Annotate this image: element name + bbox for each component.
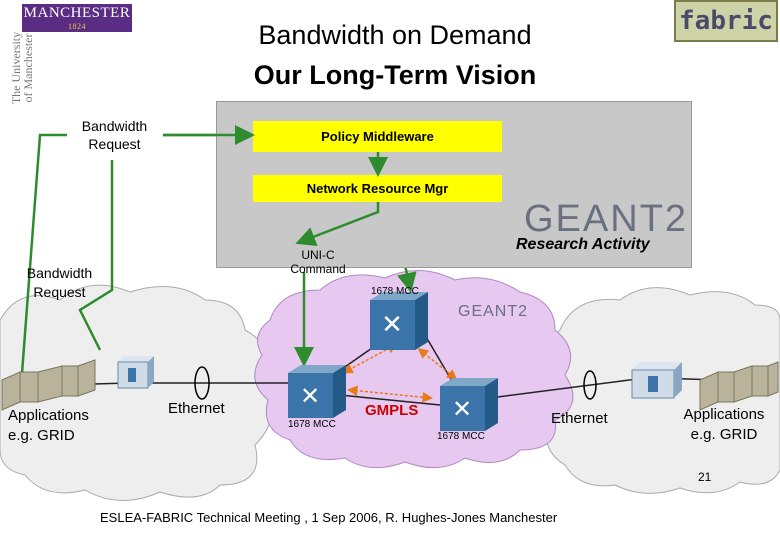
device-left (117, 356, 154, 389)
svg-text:✕: ✕ (381, 310, 403, 340)
mcc-right-label: 1678 MCC (437, 431, 485, 442)
applications-right-label: Applications e.g. GRID (683, 406, 765, 443)
mcc-top-label: 1678 MCC (371, 286, 419, 297)
manchester-logo-year: 1824 (68, 22, 86, 31)
page-number: 21 (698, 470, 712, 484)
mcc-left-label: 1678 MCC (288, 419, 336, 430)
footer-text: ESLEA-FABRIC Technical Meeting , 1 Sep 2… (100, 510, 558, 525)
research-activity-label: Research Activity (516, 236, 650, 253)
ethernet-coil-left (194, 366, 210, 400)
fabric-logo: fabric (674, 0, 778, 42)
ethernet-left-label: Ethernet (168, 400, 225, 417)
svg-text:✕: ✕ (300, 382, 320, 410)
page-subtitle: Our Long-Term Vision (253, 60, 537, 90)
ethernet-coil-right (583, 370, 597, 400)
network-resource-mgr-box: Network Resource Mgr (253, 175, 502, 202)
orange-arrows (342, 343, 458, 403)
device-right (631, 362, 682, 399)
manchester-logo: MANCHESTER 1824 (22, 4, 132, 32)
servers-right (699, 361, 779, 411)
switch-right: ✕ (440, 378, 498, 431)
geant2-logo-large: GEANT2 (524, 198, 689, 240)
ethernet-right-label: Ethernet (551, 410, 608, 427)
page-title: Bandwidth on Demand (258, 20, 532, 50)
applications-left-label: Applications e.g. GRID (8, 407, 89, 444)
switch-top: ✕ (370, 292, 428, 350)
policy-middleware-box: Policy Middleware (253, 121, 502, 152)
manchester-logo-text: MANCHESTER (23, 5, 131, 21)
bandwidth-request-left-label: Bandwidth Request (26, 265, 93, 300)
uni-c-command-label: UNI-C Command (290, 248, 346, 276)
switch-left: ✕ (288, 365, 346, 418)
gmpls-label: GMPLS (365, 402, 419, 419)
geant2-logo-small: GEANT2 (458, 303, 529, 320)
svg-text:✕: ✕ (452, 395, 472, 423)
university-side-text: The University of Manchester (9, 31, 35, 105)
servers-left (1, 359, 96, 411)
bandwidth-request-top-label: Bandwidth Request (81, 118, 148, 152)
